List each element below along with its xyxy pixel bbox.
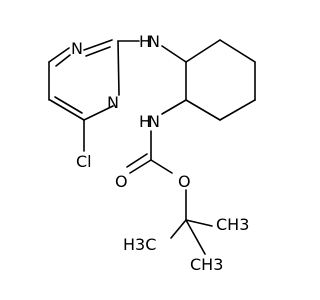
bond-c6-n1-double [55, 54, 71, 67]
bond-carbonyl-double-b [126, 153, 148, 168]
atom-label-o-carbonyl: O [115, 172, 128, 191]
bond-c6-n1 [48, 47, 70, 63]
bond-quaternary-methyl-bottom [185, 219, 206, 255]
bond-cyclohexane-nh-carbamate [161, 99, 187, 115]
bond-nh-cyclohexane [161, 45, 187, 63]
atom-label-n-amine: N [148, 32, 160, 51]
bond-quaternary-methyl-right [185, 219, 213, 227]
bond-c4-c5-double [54, 96, 83, 114]
chemical-structure-diagram: N N N H N H Cl O O H3C CH3 CH3 [48, 32, 256, 274]
bond-quaternary-methyl-left [170, 219, 187, 239]
cyclohexane-ring [185, 39, 256, 121]
atom-label-chlorine: Cl [76, 152, 92, 171]
bond-ch-c4-c5 [219, 99, 256, 121]
bond-ch-c2-c3 [219, 39, 256, 63]
bond-carbonyl-c-ester-o [150, 159, 173, 174]
atom-label-h-amine: H [139, 32, 151, 51]
atom-label-methyl-bottom: CH3 [190, 255, 223, 274]
bond-c2-n3 [117, 40, 120, 96]
bond-ch-c1-c2 [185, 39, 221, 63]
bond-n1-c2 [83, 39, 113, 51]
bond-ch-c5-c6 [185, 99, 221, 121]
atom-label-h-carbamate: H [139, 112, 151, 131]
atom-label-methyl-right: CH3 [216, 215, 249, 234]
pyrimidine-ring [48, 39, 120, 121]
bond-carbonyl-double-a [129, 159, 152, 174]
bond-c4-c5 [49, 99, 85, 121]
bond-n3-c4 [83, 105, 114, 121]
atom-label-n-pyrimidine-top: N [71, 39, 83, 58]
atom-label-n-pyrimidine-bottom: N [107, 93, 119, 112]
atom-label-n-carbamate: N [148, 112, 160, 131]
bond-n1-c2-double [85, 46, 111, 57]
atom-label-o-ester: O [178, 172, 191, 191]
atom-label-methyl-left: H3C [123, 235, 156, 254]
